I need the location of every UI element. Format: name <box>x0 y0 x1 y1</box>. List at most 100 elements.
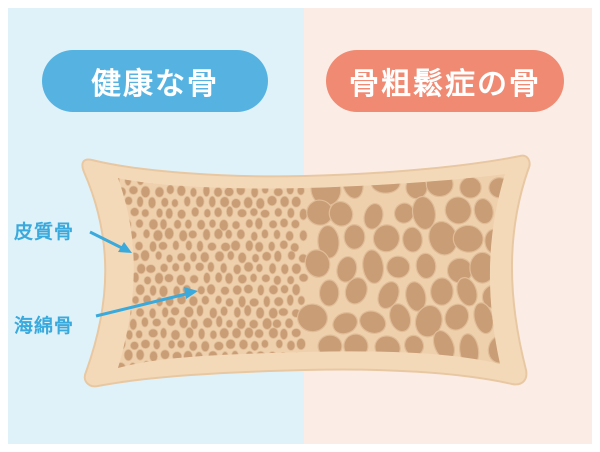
healthy-bone-pore <box>149 219 158 230</box>
healthy-bone-pore <box>221 286 230 294</box>
healthy-bone-pore <box>261 210 270 218</box>
healthy-bone-pore <box>150 285 157 296</box>
healthy-bone-pore <box>220 263 227 273</box>
healthy-bone-pore <box>239 339 248 349</box>
healthy-bone-pore <box>153 230 162 241</box>
healthy-bone-pore <box>274 251 281 262</box>
healthy-bone-pore <box>232 328 241 338</box>
healthy-bone-pore <box>291 220 299 229</box>
healthy-bone-pore <box>244 327 253 338</box>
healthy-bone-pore <box>288 251 295 260</box>
healthy-bone-pore <box>198 328 204 339</box>
healthy-bone-pore <box>165 228 174 240</box>
healthy-bone-pore <box>190 188 196 197</box>
healthy-bone-pore <box>189 296 198 306</box>
healthy-bone-pore <box>141 340 150 349</box>
healthy-bone-pore <box>130 319 137 330</box>
healthy-bone-pore <box>220 328 229 339</box>
healthy-bone-pore <box>269 285 278 295</box>
healthy-bone-pore <box>300 209 308 220</box>
healthy-bone-pore <box>232 221 240 229</box>
healthy-bone-pore <box>234 307 241 318</box>
healthy-bone-pore <box>203 318 212 328</box>
healthy-bone-pore <box>161 198 168 207</box>
healthy-bone-pore <box>246 219 253 228</box>
healthy-bone-pore <box>186 327 194 338</box>
healthy-bone-pore <box>280 196 289 207</box>
healthy-bone-pore <box>164 274 173 282</box>
healthy-bone-pore <box>215 296 221 305</box>
healthy-bone-pore <box>172 263 179 272</box>
osteoporosis-bone-pore <box>319 280 339 306</box>
healthy-bone-pore <box>143 229 150 238</box>
healthy-bone-pore <box>256 307 264 318</box>
healthy-bone-pore <box>256 198 264 209</box>
healthy-bone-pore <box>251 341 259 351</box>
healthy-bone-pore <box>261 229 268 238</box>
healthy-bone-pore <box>209 219 216 228</box>
healthy-bone-pore <box>189 341 197 351</box>
healthy-bone-pore <box>214 207 222 217</box>
healthy-bone-pore <box>177 253 185 261</box>
healthy-bone-pore <box>149 241 156 252</box>
healthy-bone-pore <box>160 264 168 273</box>
healthy-bone-pore <box>249 320 258 329</box>
healthy-bone-pore <box>177 340 184 348</box>
healthy-bone-pore <box>197 241 203 252</box>
healthy-bone-pore <box>171 307 180 315</box>
healthy-bone-pore <box>280 329 288 340</box>
healthy-bone-pore <box>162 307 168 317</box>
osteoporosis-bone-pore <box>344 224 365 249</box>
healthy-bone-pore <box>207 284 215 295</box>
healthy-bone-pore <box>220 306 227 316</box>
healthy-bone-pore <box>276 340 283 349</box>
healthy-bone-pore <box>201 341 209 352</box>
healthy-bone-pore <box>153 340 160 350</box>
healthy-bone-pore <box>185 219 192 228</box>
healthy-bone-pore <box>237 319 246 330</box>
healthy-bone-pore <box>160 328 166 338</box>
healthy-bone-pore <box>225 273 233 284</box>
healthy-bone-pore <box>292 328 301 337</box>
healthy-bone-pore <box>214 187 222 197</box>
healthy-bone-pore <box>244 197 253 208</box>
healthy-bone-pore <box>159 286 167 297</box>
healthy-bone-pore <box>177 210 185 219</box>
spongy-bone-label: 海綿骨 <box>14 311 74 338</box>
healthy-bone-pore <box>177 275 186 286</box>
healthy-bone-pore <box>132 296 139 304</box>
healthy-bone-pore <box>156 208 163 217</box>
healthy-bone-pore <box>184 306 193 317</box>
healthy-bone-pore <box>226 206 233 217</box>
healthy-bone-pore <box>279 308 289 316</box>
healthy-bone-pore <box>245 240 253 251</box>
healthy-bone-pore <box>269 220 277 228</box>
healthy-bone-pore <box>167 317 176 326</box>
healthy-bone-pore <box>227 251 234 260</box>
healthy-bone-pore <box>130 342 138 350</box>
healthy-bone-pore <box>249 298 258 306</box>
healthy-bone-pore <box>189 230 197 238</box>
healthy-bone-pore <box>125 197 133 205</box>
healthy-bone-pore <box>268 242 275 252</box>
healthy-bone-pore <box>179 317 188 328</box>
healthy-bone-pore <box>250 208 258 216</box>
healthy-bone-pore <box>173 241 179 251</box>
healthy-bone-pore <box>267 196 277 206</box>
healthy-bone-pore <box>179 230 187 241</box>
healthy-bone-pore <box>208 262 215 272</box>
healthy-bone-pore <box>174 220 181 229</box>
healthy-bone-pore <box>221 242 230 251</box>
healthy-bone-pore <box>136 308 144 317</box>
healthy-bone-pore <box>209 308 217 319</box>
healthy-bone-pore <box>275 208 283 217</box>
healthy-bone-pore <box>257 285 264 296</box>
healthy-bone-pore <box>226 298 234 307</box>
healthy-bone-pore <box>146 265 156 273</box>
healthy-bone-pore <box>231 199 240 208</box>
healthy-bone-pore <box>172 199 179 207</box>
healthy-bone-pore <box>141 250 150 261</box>
cortical-bone-label: 皮質骨 <box>14 217 74 244</box>
healthy-bone-pore <box>262 318 271 329</box>
